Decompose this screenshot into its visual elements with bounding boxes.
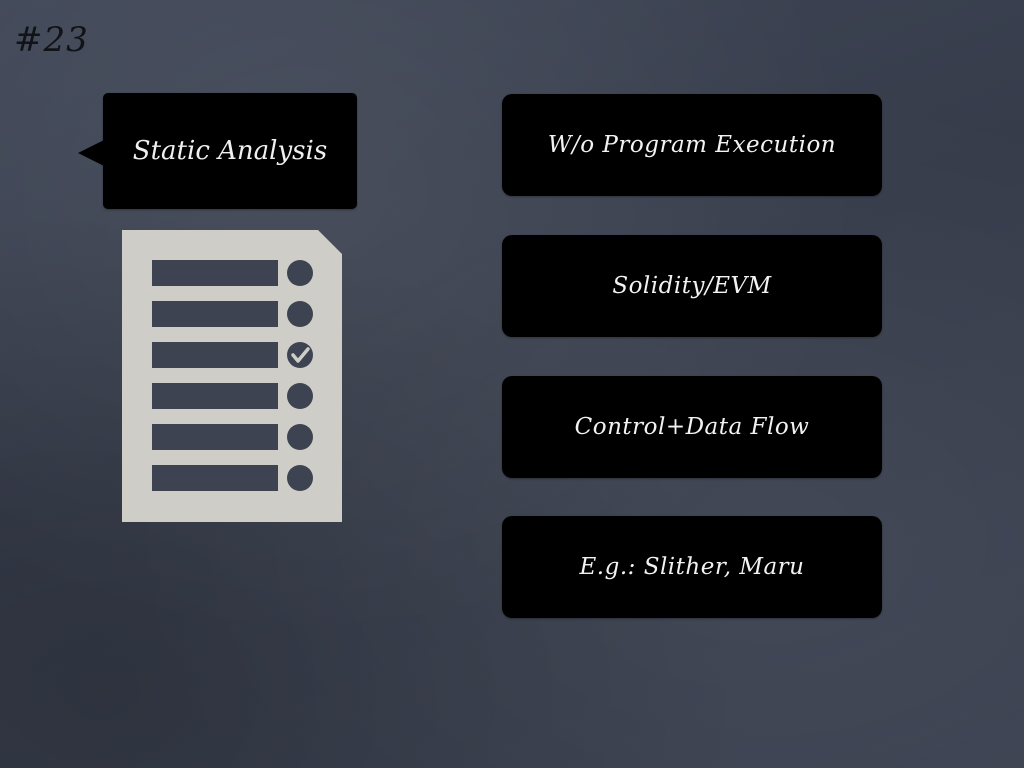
callout-pointer [78,140,104,166]
point-label: Control+Data Flow [574,414,810,440]
point-tools-examples: E.g.: Slither, Maru [502,516,882,618]
checkbox-circle-icon [287,424,313,450]
checklist-document-icon [122,230,342,522]
point-solidity-evm: Solidity/EVM [502,235,882,337]
checkmark-icon [291,347,310,363]
checkmark-circle-icon [287,342,313,368]
checklist-line [152,424,278,450]
checklist-line [152,383,278,409]
static-analysis-callout: Static Analysis [103,93,357,209]
checkbox-circle-icon [287,260,313,286]
point-label: W/o Program Execution [547,132,837,158]
checkbox-circle-icon [287,301,313,327]
checklist-line [152,342,278,368]
checkbox-circle-icon [287,383,313,409]
checklist-line [152,465,278,491]
checklist-line [152,260,278,286]
point-label: Solidity/EVM [612,273,772,299]
checkbox-circle-icon [287,465,313,491]
checklist-line [152,301,278,327]
point-label: E.g.: Slither, Maru [579,554,805,580]
callout-label: Static Analysis [132,136,328,166]
point-no-execution: W/o Program Execution [502,94,882,196]
slide-number: #23 [14,20,89,60]
point-control-data-flow: Control+Data Flow [502,376,882,478]
